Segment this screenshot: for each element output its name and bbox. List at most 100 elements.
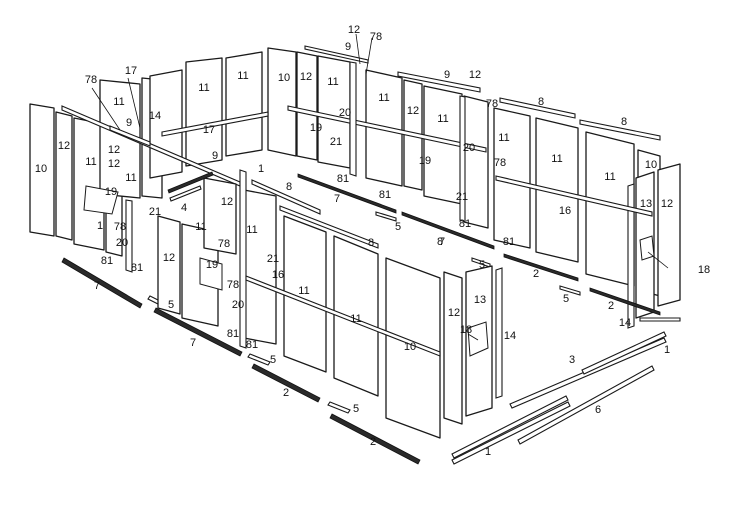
callout-label: 9 [212,150,218,162]
callout-label: 78 [85,74,97,86]
mid-rail-small [167,171,214,194]
callout-label: 78 [114,221,126,233]
callout-label: 1 [97,220,103,232]
left-panel-12 [55,111,73,241]
back-mid-rail-19 [287,105,487,153]
callout-label: 11 [237,70,248,82]
front-post-14 [495,267,503,399]
callout-label: 18 [698,264,710,276]
callout-label: 12 [448,307,460,319]
callout-label: 2 [533,268,539,280]
callout-label: 11 [327,76,338,88]
left-post-20 [125,199,133,273]
callout-label: 8 [368,237,374,249]
callout-label: 19 [105,186,117,198]
right-mid-rail-16 [495,175,653,217]
callout-label: 7 [439,236,445,248]
back-panel-post-right [463,95,489,229]
right-short-rail-5 [559,285,581,296]
mid-bottom-rail-7 [153,307,243,357]
mid-post-1 [239,169,247,349]
right-panel-11-a [493,107,531,249]
callout-label: 21 [330,136,342,148]
floor-rail-1-upper [581,331,667,375]
back-panel-12-a [296,51,318,161]
left-mid-rail-17 [161,111,269,137]
callout-label: 20 [339,107,351,119]
callout-label: 78 [494,157,506,169]
front-corner-cutout-18 [467,321,489,357]
middle-wall [153,169,321,366]
callout-label: 78 [218,238,230,250]
left-wall [29,51,269,310]
callout-label: 20 [232,299,244,311]
callout-label: 12 [108,158,120,170]
front-wall [245,205,503,465]
right-short-rail-14 [639,317,681,322]
left-bottom-rail-7 [61,257,143,309]
callout-labels: 78 17 11 9 14 12 10 12 11 12 11 19 1 78 … [35,24,710,458]
front-bottom-rail-2b [329,413,421,465]
callout-label: 11 [198,82,209,94]
callout-label: 78 [227,279,239,291]
back-bottom-rail [297,173,397,214]
left-door-cutout [83,185,119,215]
callout-label: 14 [504,330,516,342]
back-bottom-rail-2 [401,211,495,250]
callout-label: 13 [474,294,486,306]
right-bottom-rail-2 [503,253,579,282]
callout-label: 2 [608,300,614,312]
callout-label: 14 [619,317,631,329]
callout-label: 5 [270,354,276,366]
callout-label: 3 [569,354,575,366]
callout-label: 21 [456,191,468,203]
back-top-rail-mid [397,71,481,93]
callout-label: 9 [444,69,450,81]
callout-label: 11 [195,221,206,233]
mid-diag-rail-8 [251,179,321,215]
callout-label: 2 [283,387,289,399]
callout-label: 2 [370,436,376,448]
callout-label: 11 [350,313,361,325]
mid-panel-11-upper [203,177,237,255]
callout-label: 11 [246,224,257,236]
callout-label: 81 [246,339,258,351]
callout-label: 7 [190,337,196,349]
back-top-rail-right-1 [499,97,576,119]
mid-panel-12 [157,215,181,315]
callout-label: 7 [334,193,340,205]
callout-label: 8 [286,181,292,193]
left-panel-11d [225,51,263,157]
mid-door-19 [199,257,223,291]
callout-label: 12 [469,69,481,81]
callout-label: 7 [94,280,100,292]
callout-label: 16 [272,269,284,281]
callout-label: 78 [486,98,498,110]
mid-rail-4 [169,185,202,202]
left-diag-rail-9 [109,125,151,147]
callout-label: 12 [221,196,233,208]
callout-label: 81 [227,328,239,340]
callout-label: 21 [149,206,161,218]
callout-label: 8 [437,236,443,248]
callout-label: 78 [370,31,382,43]
callout-label: 19 [419,155,431,167]
callout-label: 17 [125,65,137,77]
callout-label: 11 [113,96,124,108]
callout-label: 11 [437,113,448,125]
callout-label: 18 [460,324,472,336]
back-top-rail-right-2 [579,119,661,141]
callout-label: 1 [258,163,264,175]
front-panel-11-a [283,215,327,373]
callout-label: 9 [345,41,351,53]
mid-panel-11b [243,189,277,345]
right-bottom-rail-2b [589,287,661,316]
floor-rails [451,331,667,465]
callout-label: 8 [621,116,627,128]
mid-short-rail-5 [247,353,271,366]
callout-label: 11 [604,171,615,183]
callout-label: 12 [407,105,419,117]
callout-label: 81 [459,218,471,230]
callout-label: 20 [116,237,128,249]
left-panel-10 [29,103,55,237]
